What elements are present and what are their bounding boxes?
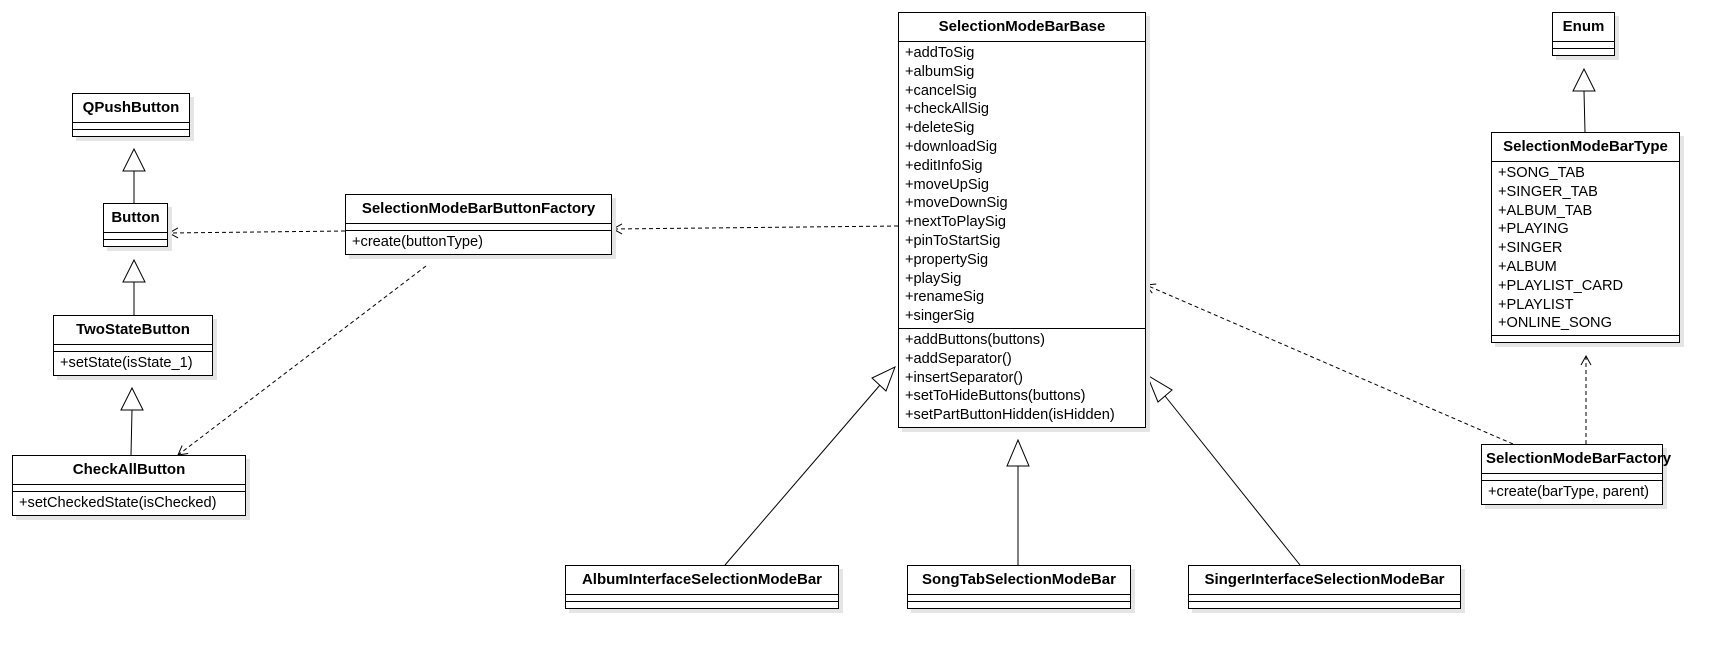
enum-constant: +PLAYLIST: [1498, 296, 1574, 313]
attributes-section: [908, 595, 1130, 602]
attributes-section: [73, 123, 189, 130]
dependency-base-buttonfactory: [611, 223, 899, 235]
enum-constant: +PLAYING: [1498, 221, 1569, 238]
class-songtabselectionmodebar: SongTabSelectionModeBar: [907, 565, 1131, 609]
method: +setPartButtonHidden(isHidden): [905, 407, 1115, 424]
enum-constant: +ALBUM_TAB: [1498, 202, 1593, 219]
methods-section: [73, 130, 189, 136]
class-name: SelectionModeBarBase: [899, 13, 1145, 42]
attribute: +moveDownSig: [905, 195, 1008, 212]
class-singerinterfaceselectionmodebar: SingerInterfaceSelectionModeBar: [1188, 565, 1461, 609]
class-name: SelectionModeBarButtonFactory: [346, 195, 611, 224]
generalization-singer-base: [1145, 373, 1301, 566]
methods-section: [104, 240, 167, 246]
attribute: +downloadSig: [905, 138, 998, 155]
generalization-button-qpushbutton: [122, 147, 146, 203]
methods-section: [566, 602, 838, 608]
dependency-factory-button: [167, 227, 346, 239]
generalization-checkall-twostate: [120, 386, 144, 456]
class-name: SongTabSelectionModeBar: [908, 566, 1130, 595]
dependency-barfactory-base: [1145, 283, 1514, 445]
method: +setCheckedState(isChecked): [19, 495, 217, 511]
enum-constant: +SONG_TAB: [1498, 165, 1585, 181]
method: +create(buttonType): [352, 234, 484, 250]
class-name: Enum: [1553, 13, 1614, 42]
enum-constant: +ALBUM: [1498, 258, 1557, 275]
class-enum: Enum: [1552, 12, 1615, 56]
attribute: +addToSig: [905, 45, 975, 61]
attribute: +pinToStartSig: [905, 232, 1001, 249]
attribute: +nextToPlaySig: [905, 214, 1007, 231]
attribute: +playSig: [905, 270, 962, 287]
class-name: TwoStateButton: [54, 316, 212, 345]
methods-section: +create(barType, parent): [1482, 481, 1662, 504]
generalization-album-base: [724, 366, 896, 566]
attributes-section: [1482, 474, 1662, 481]
attribute: +checkAllSig: [905, 101, 989, 118]
attributes-section: [1189, 595, 1460, 602]
class-name: SingerInterfaceSelectionModeBar: [1189, 566, 1460, 595]
attribute: +singerSig: [905, 308, 975, 325]
attribute: +moveUpSig: [905, 176, 989, 193]
methods-section: [1553, 49, 1614, 55]
generalization-bartype-enum: [1572, 67, 1596, 133]
attribute: +cancelSig: [905, 82, 977, 99]
attribute: +albumSig: [905, 63, 975, 80]
methods-section: +addButtons(buttons) +addSeparator() +in…: [899, 329, 1145, 427]
methods-section: +setState(isState_1): [54, 352, 212, 375]
attribute: +deleteSig: [905, 120, 975, 137]
enum-constant: +PLAYLIST_CARD: [1498, 277, 1624, 294]
attributes-section: [104, 233, 167, 240]
attributes-section: +SONG_TAB +SINGER_TAB +ALBUM_TAB +PLAYIN…: [1492, 162, 1679, 337]
attributes-section: [13, 485, 245, 492]
class-name: Button: [104, 204, 167, 233]
attributes-section: [346, 224, 611, 231]
class-selectionmodebarfactory: SelectionModeBarFactory +create(barType,…: [1481, 444, 1671, 505]
class-checkallbutton: CheckAllButton +setCheckedState(isChecke…: [12, 455, 246, 516]
class-name: SelectionModeBarFactory: [1482, 445, 1671, 474]
dependency-factory-checkall: [177, 265, 427, 456]
class-name: AlbumInterfaceSelectionModeBar: [566, 566, 838, 595]
generalization-songtab-base: [1006, 438, 1030, 565]
methods-section: +create(buttonType): [346, 231, 611, 254]
attributes-section: [1553, 42, 1614, 49]
method: +create(barType, parent): [1488, 484, 1650, 500]
attributes-section: [566, 595, 838, 602]
class-name: CheckAllButton: [13, 456, 245, 485]
attribute: +editInfoSig: [905, 157, 983, 174]
class-name: QPushButton: [73, 94, 189, 123]
class-selectionmodebarbase: SelectionModeBarBase +addToSig +albumSig…: [898, 12, 1146, 428]
class-name: SelectionModeBarType: [1492, 133, 1679, 162]
methods-section: [908, 602, 1130, 608]
method: +addButtons(buttons): [905, 331, 1045, 348]
method: +insertSeparator(): [905, 369, 1024, 386]
enum-constant: +ONLINE_SONG: [1498, 315, 1612, 332]
methods-section: [1189, 602, 1460, 608]
method: +addSeparator(): [905, 350, 1012, 367]
generalization-twostate-button: [122, 258, 146, 315]
attribute: +propertySig: [905, 251, 989, 268]
attributes-section: +addToSig +albumSig +cancelSig +checkAll…: [899, 42, 1145, 329]
class-button: Button: [103, 203, 168, 247]
methods-section: [1492, 336, 1679, 342]
method: +setToHideButtons(buttons): [905, 388, 1086, 405]
method: +setState(isState_1): [60, 355, 193, 371]
methods-section: +setCheckedState(isChecked): [13, 492, 245, 515]
class-twostatebutton: TwoStateButton +setState(isState_1): [53, 315, 213, 376]
class-albuminterfaceselectionmodebar: AlbumInterfaceSelectionModeBar: [565, 565, 839, 609]
class-qpushbutton: QPushButton: [72, 93, 190, 137]
attribute: +renameSig: [905, 289, 985, 306]
class-selectionmodebarbuttonfactory: SelectionModeBarButtonFactory +create(bu…: [345, 194, 612, 255]
enum-constant: +SINGER_TAB: [1498, 183, 1598, 200]
attributes-section: [54, 345, 212, 352]
class-selectionmodebartype: SelectionModeBarType +SONG_TAB +SINGER_T…: [1491, 132, 1680, 344]
enum-constant: +SINGER: [1498, 240, 1563, 257]
